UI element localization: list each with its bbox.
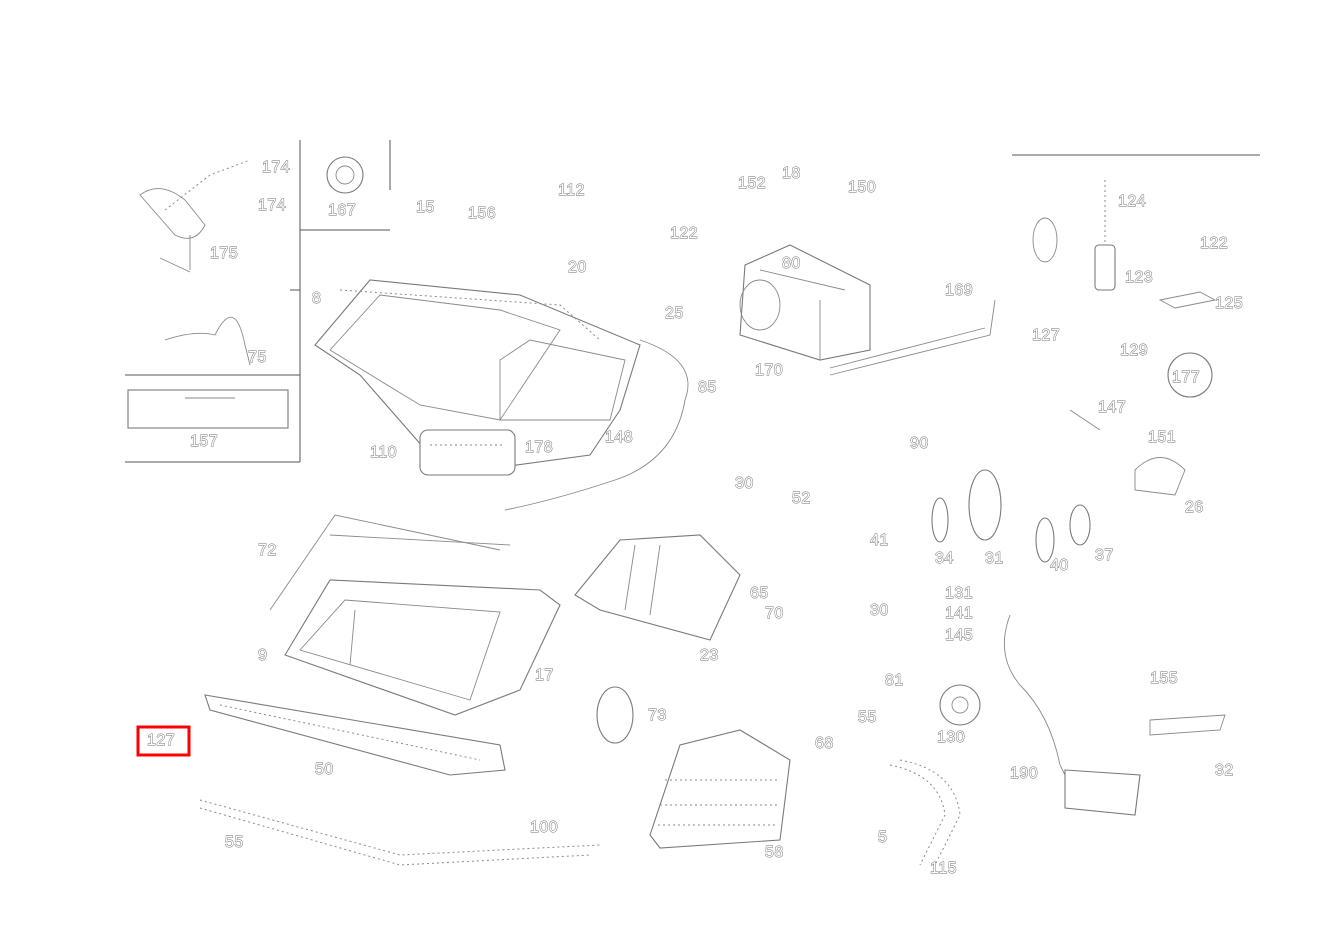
callout-label[interactable]: 17 [535,667,554,685]
callout-label[interactable]: 141 [945,605,974,623]
callout-label[interactable]: 34 [935,550,954,568]
part-label-plate[interactable] [127,389,289,429]
callout-label[interactable]: 75 [248,349,267,367]
callout-label[interactable]: 131 [945,585,974,603]
callout-label[interactable]: 112 [558,182,585,200]
callout-label[interactable]: 30 [870,602,889,620]
callout-label[interactable]: 55 [858,709,877,727]
callout-label[interactable]: 72 [258,542,277,560]
callout-label[interactable]: 155 [1150,670,1179,688]
callout-label[interactable]: 58 [765,844,784,862]
callout-label[interactable]: 85 [698,379,717,397]
callout-label[interactable]: 41 [870,532,889,550]
callout-label[interactable]: 122 [1200,235,1229,253]
callout-label[interactable]: 55 [225,834,244,852]
callout-label[interactable]: 90 [910,435,929,453]
part-wiper-arm-assembly[interactable] [139,159,251,273]
callout-label[interactable]: 129 [1120,342,1149,360]
part-hose-clip[interactable] [164,316,251,366]
callout-label[interactable]: 175 [210,245,239,263]
callout-label[interactable]: 167 [328,202,357,220]
callout-label[interactable]: 8 [312,290,322,308]
callout-label[interactable]: 9 [258,647,268,665]
callout-label[interactable]: 127 [1032,327,1061,345]
callout-label[interactable]: 110 [370,444,397,462]
callout-label[interactable]: 20 [568,259,587,277]
callout-labels: 174 174 175 75 167 157 15 156 112 20 122… [147,159,1244,878]
callout-label[interactable]: 81 [885,672,904,690]
callout-label[interactable]: 174 [262,159,291,177]
callout-label[interactable]: 68 [815,735,834,753]
callout-label[interactable]: 122 [670,225,699,243]
callout-label[interactable]: 147 [1098,399,1127,417]
part-rear-light-cover[interactable] [574,534,741,641]
callout-label[interactable]: 26 [1185,499,1204,517]
part-bolt-123[interactable] [1094,180,1116,291]
callout-label[interactable]: 130 [937,729,966,747]
selection-highlight-box [136,725,191,757]
callout-label[interactable]: 170 [755,362,784,380]
callout-label[interactable]: 123 [1125,269,1154,287]
callout-label[interactable]: 65 [750,585,769,603]
callout-label[interactable]: 15 [416,199,435,217]
callout-label[interactable]: 5 [878,829,888,847]
callout-label[interactable]: 150 [848,179,877,197]
part-lamp-housing[interactable] [739,244,871,361]
callout-label[interactable]: 52 [792,490,811,508]
part-tailgate-lower[interactable] [269,514,561,716]
callout-label[interactable]: 30 [735,475,754,493]
callout-label[interactable]: 80 [782,255,801,273]
callout-label[interactable]: 151 [1148,429,1177,447]
callout-label[interactable]: 40 [1050,557,1069,575]
callout-label[interactable]: 145 [945,627,974,645]
callout-label[interactable]: 174 [258,197,287,215]
callout-label[interactable]: 25 [665,305,684,323]
callout-label[interactable]: 31 [985,550,1004,568]
callout-label[interactable]: 190 [1010,765,1039,783]
part-gaskets[interactable] [596,469,1091,744]
callout-label[interactable]: 156 [468,205,497,223]
part-clip-group[interactable] [1032,217,1217,496]
callout-label[interactable]: 100 [530,819,559,837]
part-seal-strip[interactable] [199,799,601,866]
callout-label[interactable]: 152 [738,175,767,193]
callout-label[interactable]: 50 [315,761,334,779]
callout-label[interactable]: 115 [930,860,957,878]
part-bracket-rod[interactable] [1003,614,1226,816]
inset-frame [125,140,1260,463]
callout-label[interactable]: 157 [190,433,219,451]
callout-label[interactable]: 125 [1215,295,1244,313]
part-grommet-177[interactable] [1167,352,1213,398]
callout-label[interactable]: 37 [1095,547,1114,565]
part-tail-lamp-left[interactable] [649,729,791,849]
callout-label[interactable]: 23 [700,647,719,665]
part-handle-bracket[interactable] [419,429,516,476]
callout-label[interactable]: 70 [765,605,784,623]
callout-label[interactable]: 178 [525,439,554,457]
callout-label[interactable]: 18 [782,165,801,183]
part-washer-nozzle[interactable] [326,156,364,194]
callout-label[interactable]: 124 [1118,193,1147,211]
callout-label[interactable]: 169 [945,282,974,300]
callout-label[interactable]: 177 [1172,369,1201,387]
callout-label[interactable]: 32 [1215,762,1234,780]
callout-label[interactable]: 73 [648,707,667,725]
part-seal-channel[interactable] [889,759,961,866]
callout-label-highlighted[interactable]: 127 [147,732,176,750]
callout-label[interactable]: 148 [605,429,634,447]
part-trim-strip[interactable] [204,694,506,776]
part-cable-harness[interactable] [829,299,996,376]
part-tailgate-upper[interactable] [314,279,689,511]
